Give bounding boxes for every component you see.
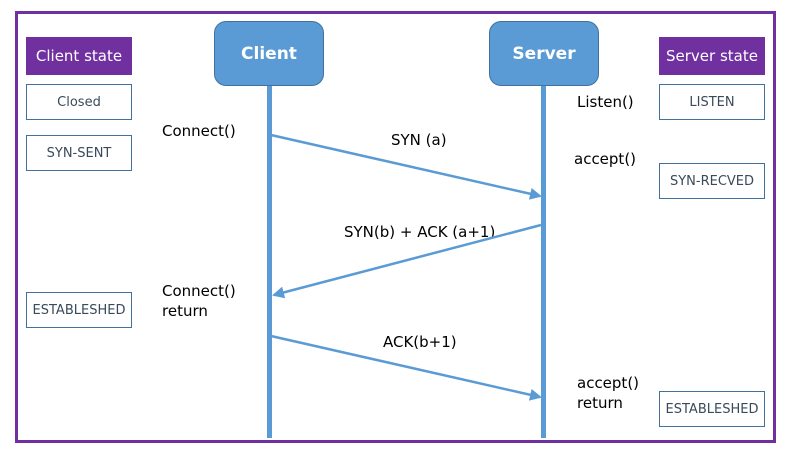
client-state-established: ESTABLESHED — [26, 292, 132, 328]
client-state-closed: Closed — [26, 84, 132, 120]
client-connect-call: Connect() — [162, 122, 236, 140]
client-connect-return-call: Connect() return — [162, 281, 236, 321]
arrow-syn — [270, 133, 542, 200]
server-lifeline — [541, 86, 546, 438]
client-actor: Client — [214, 21, 324, 86]
client-state-syn-sent: SYN-SENT — [26, 135, 132, 171]
accept-return-line-1: accept() — [577, 374, 640, 392]
connect-return-line-1: Connect() — [162, 282, 236, 300]
server-state-listen: LISTEN — [659, 84, 765, 120]
client-state-header: Client state — [26, 37, 132, 75]
arrow-ack — [270, 334, 542, 401]
server-accept-return-call: accept() return — [577, 373, 639, 413]
message-ack-label: ACK(b+1) — [383, 333, 457, 351]
message-syn-label: SYN (a) — [391, 131, 447, 149]
message-syn-ack-label: SYN(b) + ACK (a+1) — [344, 223, 496, 241]
server-listen-call: Listen() — [577, 93, 634, 111]
server-state-syn-recved: SYN-RECVED — [659, 163, 765, 199]
arrow-syn-ack — [272, 223, 542, 299]
diagram-frame — [15, 11, 776, 443]
server-state-established: ESTABLESHED — [659, 391, 765, 427]
server-state-header: Server state — [659, 37, 765, 75]
client-lifeline — [267, 86, 272, 438]
connect-return-line-2: return — [162, 302, 208, 320]
accept-return-line-2: return — [577, 394, 623, 412]
server-accept-call: accept() — [574, 150, 637, 168]
server-actor: Server — [489, 21, 599, 86]
